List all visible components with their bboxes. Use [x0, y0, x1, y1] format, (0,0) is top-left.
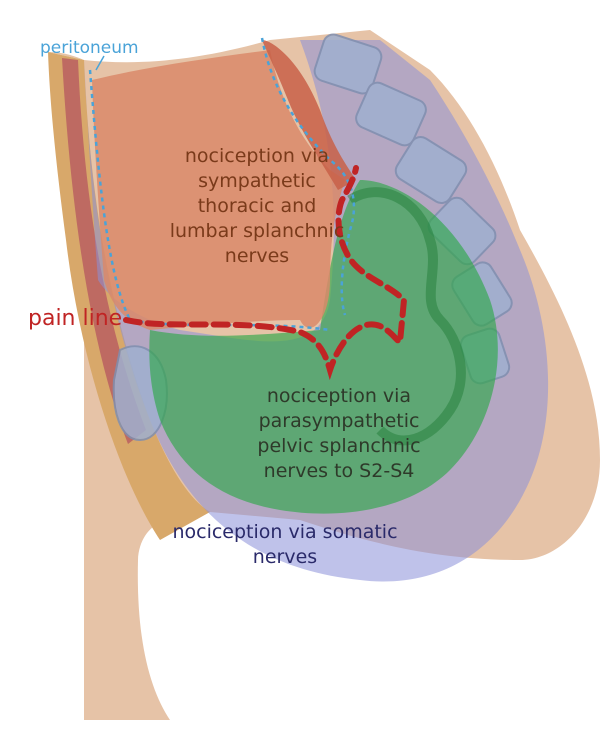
sympathetic-label-line: nerves — [224, 245, 290, 267]
parasympathetic-label-line: nerves to S2-S4 — [263, 460, 415, 482]
sympathetic-label-line: sympathetic — [198, 170, 316, 192]
rectus-muscle — [62, 58, 146, 444]
somatic-label: nociception via somatic nerves — [160, 520, 410, 570]
bowel-loops — [347, 187, 466, 446]
parasympathetic-label-line: nociception via — [266, 385, 412, 407]
rectum — [262, 40, 356, 190]
abdominal-wall — [48, 52, 210, 540]
peritoneum-label: peritoneum — [40, 38, 139, 58]
peritoneum-pointer — [95, 55, 105, 71]
sympathetic-label-line: thoracic and — [197, 195, 317, 217]
sympathetic-label-line: lumbar splanchnic — [169, 220, 345, 242]
parasympathetic-label-line: parasympathetic — [258, 410, 420, 432]
parasympathetic-label-line: pelvic splanchnic — [257, 435, 421, 457]
sympathetic-region — [92, 50, 345, 330]
sympathetic-label: nociception via sympathetic thoracic and… — [140, 144, 374, 269]
somatic-label-line: nociception via somatic — [172, 521, 398, 543]
parasympathetic-region — [149, 180, 498, 514]
parasympathetic-label: nociception via parasympathetic pelvic s… — [246, 384, 432, 484]
sympathetic-label-line: nociception via — [184, 145, 330, 167]
pain-line — [123, 165, 408, 381]
pain-line-label: pain line — [28, 306, 123, 331]
somatic-label-line: nerves — [252, 546, 318, 568]
